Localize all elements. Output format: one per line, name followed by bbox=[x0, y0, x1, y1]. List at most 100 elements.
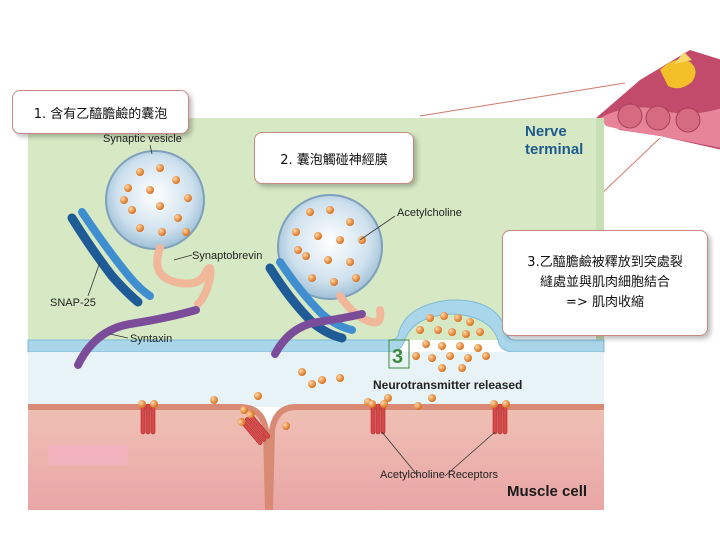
ach-molecule bbox=[174, 214, 182, 222]
callout-step-3-line-3: => 肌肉收縮 bbox=[566, 295, 644, 310]
ach-molecule bbox=[462, 330, 470, 338]
ach-molecule bbox=[426, 314, 434, 322]
ach-molecule bbox=[298, 368, 306, 376]
callout-step-3-line-2: 縫處並與肌肉細胞結合 bbox=[539, 275, 670, 290]
callout-step-2: 2. 囊泡觸碰神經膜 bbox=[254, 132, 414, 184]
ach-molecule bbox=[146, 186, 154, 194]
ach-molecule bbox=[308, 380, 316, 388]
ach-molecule bbox=[448, 328, 456, 336]
ach-molecule bbox=[240, 406, 248, 414]
callout-step-1: 1. 含有乙醯膽鹼的囊泡 bbox=[12, 90, 189, 134]
ach-molecule bbox=[346, 258, 354, 266]
snap25-label: SNAP-25 bbox=[50, 297, 96, 309]
ach-molecule bbox=[466, 318, 474, 326]
ach-molecule bbox=[428, 394, 436, 402]
ach-molecule bbox=[446, 352, 454, 360]
vesicle-2-ach bbox=[292, 206, 366, 286]
callout-step-3-line-1: 3.乙醯膽鹼被釋放到突處裂 bbox=[527, 255, 683, 270]
ach-molecule bbox=[210, 396, 218, 404]
ach-molecule bbox=[172, 176, 180, 184]
ach-molecule bbox=[326, 206, 334, 214]
cleft-ach bbox=[210, 368, 436, 430]
ach-molecule bbox=[482, 352, 490, 360]
ach-molecule bbox=[422, 340, 430, 348]
step-number: 3 bbox=[392, 346, 403, 368]
neurotransmitter-released-label: Neurotransmitter released bbox=[373, 378, 522, 392]
ach-molecule bbox=[308, 274, 316, 282]
ach-molecule bbox=[474, 344, 482, 352]
ach-molecule bbox=[464, 354, 472, 362]
ach-molecule bbox=[182, 228, 190, 236]
ach-molecule bbox=[476, 328, 484, 336]
ach-molecule bbox=[136, 224, 144, 232]
ach-molecule bbox=[384, 394, 392, 402]
syntaxin-protein-1 bbox=[74, 306, 200, 369]
ach-molecule bbox=[156, 164, 164, 172]
callout-step-3: 3.乙醯膽鹼被釋放到突處裂 縫處並與肌肉細胞結合 => 肌肉收縮 bbox=[502, 230, 708, 336]
nerve-terminal-label-2: terminal bbox=[525, 141, 583, 158]
leader-lines bbox=[87, 144, 496, 477]
ach-molecule bbox=[128, 206, 136, 214]
synaptic-vesicle-1 bbox=[105, 150, 205, 250]
ach-molecule bbox=[416, 326, 424, 334]
muscle-thumbnail bbox=[419, 50, 720, 301]
synaptobrevin-label: Synaptobrevin bbox=[192, 250, 262, 262]
ach-molecule bbox=[454, 314, 462, 322]
ach-receptor bbox=[138, 400, 158, 435]
ach-molecule bbox=[124, 184, 132, 192]
synaptobrevin-protein-1 bbox=[153, 244, 215, 308]
callout-step-2-text: 2. 囊泡觸碰神經膜 bbox=[280, 152, 388, 168]
ach-molecule bbox=[412, 352, 420, 360]
syntaxin-label: Syntaxin bbox=[130, 333, 172, 345]
ach-molecule bbox=[282, 422, 290, 430]
syntaxin-protein-2 bbox=[271, 310, 366, 358]
ach-receptor bbox=[368, 400, 388, 435]
ach-receptor bbox=[490, 400, 510, 435]
muscle-cell-label: Muscle cell bbox=[507, 483, 587, 500]
ach-molecule bbox=[336, 236, 344, 244]
vesicle-1-ach bbox=[120, 164, 192, 236]
ach-molecule bbox=[184, 194, 192, 202]
ach-molecule bbox=[346, 218, 354, 226]
ach-molecule bbox=[306, 208, 314, 216]
synaptic-vesicle-label: Synaptic vesicle bbox=[103, 133, 182, 145]
synaptic-cleft bbox=[28, 352, 604, 407]
ach-molecule bbox=[314, 232, 322, 240]
ach-molecule bbox=[428, 354, 436, 362]
nerve-terminal-label-1: Nerve bbox=[525, 123, 567, 140]
ach-molecule bbox=[120, 196, 128, 204]
step-number-box bbox=[388, 339, 410, 369]
ach-receptors-label: Acetylcholine Receptors bbox=[380, 469, 499, 481]
ach-molecule bbox=[294, 246, 302, 254]
ach-molecule bbox=[156, 202, 164, 210]
ach-molecule bbox=[330, 278, 338, 286]
callout-step-1-text: 1. 含有乙醯膽鹼的囊泡 bbox=[33, 106, 168, 122]
presynaptic-membrane bbox=[27, 299, 605, 353]
ach-molecule bbox=[456, 342, 464, 350]
released-ach-cluster bbox=[412, 312, 490, 372]
ach-molecule bbox=[414, 402, 422, 410]
ach-molecule bbox=[358, 236, 366, 244]
synaptobrevin-protein-2 bbox=[336, 292, 385, 327]
ach-molecule bbox=[158, 228, 166, 236]
acetylcholine-label: Acetylcholine bbox=[397, 207, 462, 219]
ach-molecule bbox=[438, 342, 446, 350]
ach-molecule bbox=[440, 312, 448, 320]
ach-molecule bbox=[336, 374, 344, 382]
ach-molecule bbox=[434, 326, 442, 334]
synaptic-vesicle-2 bbox=[277, 194, 383, 300]
muscle-cell-region bbox=[28, 404, 604, 511]
ach-molecule bbox=[318, 376, 326, 384]
ach-receptor bbox=[237, 410, 271, 445]
ach-molecule bbox=[324, 256, 332, 264]
ach-molecule bbox=[458, 364, 466, 372]
ach-receptors bbox=[138, 400, 510, 445]
ach-molecule bbox=[292, 228, 300, 236]
ach-molecule bbox=[302, 252, 310, 260]
ach-molecule bbox=[254, 392, 262, 400]
ach-molecule bbox=[352, 274, 360, 282]
snap25-protein-1 bbox=[67, 208, 154, 307]
ach-molecule bbox=[136, 168, 144, 176]
ach-molecule bbox=[438, 364, 446, 372]
